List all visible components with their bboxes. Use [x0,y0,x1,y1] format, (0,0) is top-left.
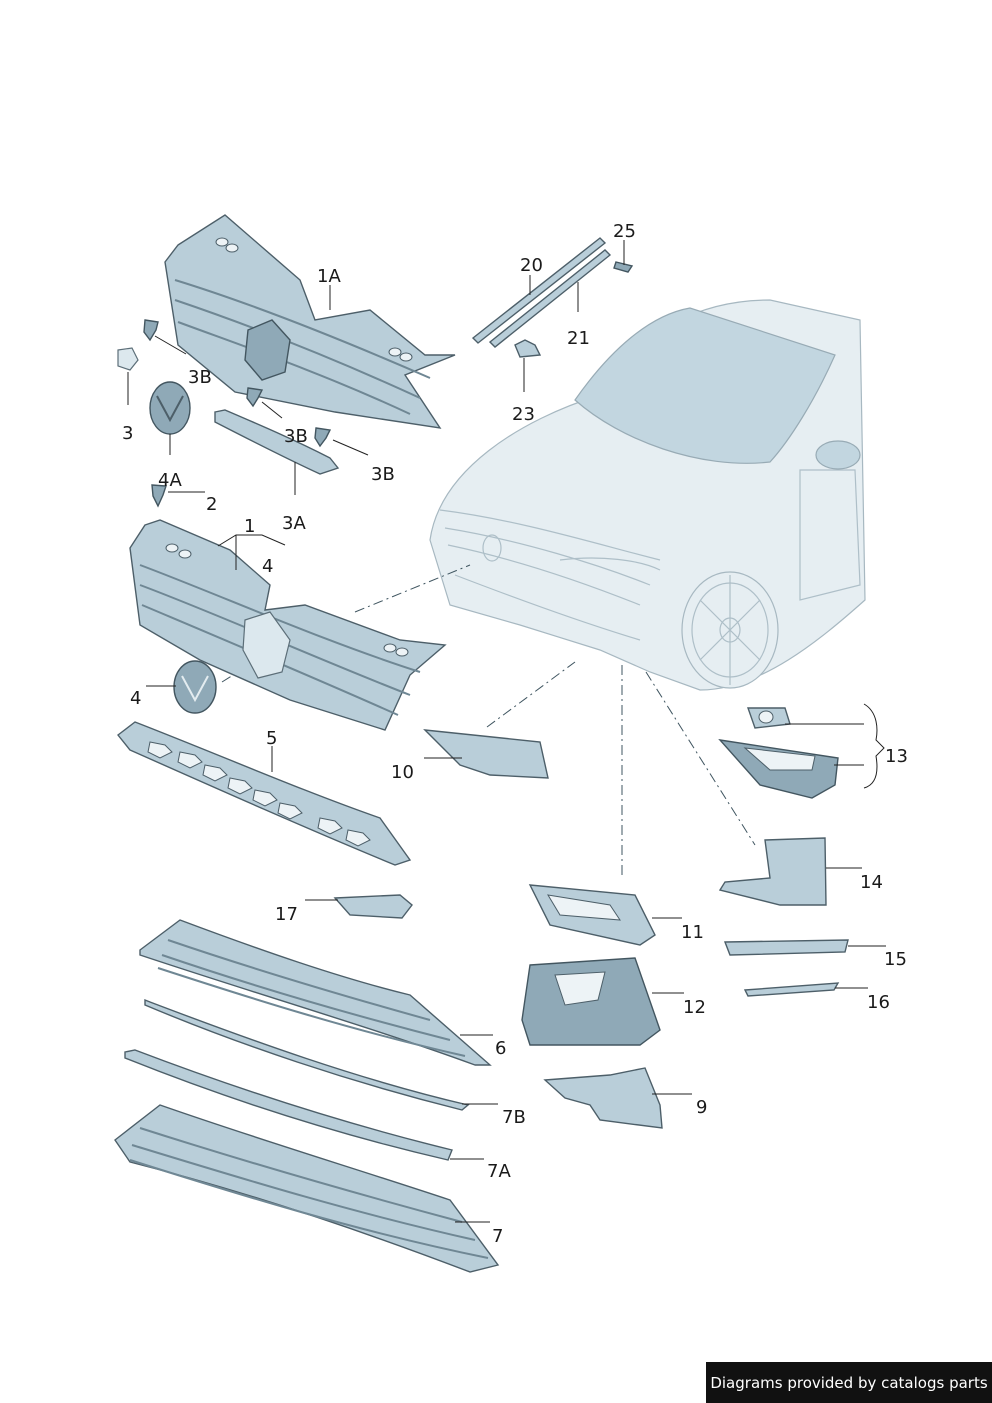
callout-5: 5 [266,728,278,749]
callout-3B: 3B [188,367,212,388]
part-12-fog-housing [521,957,661,1046]
callout-21: 21 [567,328,590,349]
callout-20: 20 [520,255,543,276]
callout-2: 2 [206,494,218,515]
callout-3: 3 [122,423,134,444]
callout-4: 4 [262,556,274,577]
callout-6: 6 [495,1038,507,1059]
part-7A-strip [124,1049,453,1161]
callout-23: 23 [512,404,535,425]
leader-lines [127,240,886,1223]
fixings-3-3B [117,319,332,448]
part-1-main-grille [129,519,447,731]
callout-10: 10 [391,762,414,783]
callout-13: 13 [885,746,908,767]
callout-16: 16 [867,992,890,1013]
callout-17: 17 [275,904,298,925]
callout-3B: 3B [284,426,308,447]
part-14-bracket [718,837,827,906]
part-4-emblem [173,660,217,714]
callout-1: 1 [244,516,256,537]
part-6-lower-grille [139,919,492,1066]
part-11-fog-insert [528,884,656,946]
part-2-bolt [151,484,167,508]
callout-9: 9 [696,1097,708,1118]
callout-3B: 3B [371,464,395,485]
parts-20-21-strips [471,237,634,358]
part-16-trim [743,982,840,997]
callout-4A: 4A [158,470,182,491]
part-7B-strip [144,998,470,1111]
catalog-credit-text: Diagrams provided by catalogs parts [710,1373,988,1392]
callout-11: 11 [681,922,704,943]
part-1A-upper-grille [164,214,456,429]
callout-3A: 3A [282,513,306,534]
callout-7: 7 [492,1226,504,1247]
fog-cover-hole [758,710,774,724]
part-13-fog-frame [718,739,839,799]
part-3A-trim-strip [214,409,340,475]
callout-25: 25 [613,221,636,242]
part-5-grille-frame [117,721,412,866]
callout-1A: 1A [317,266,341,287]
callout-7A: 7A [487,1161,511,1182]
part-17-bracket [333,894,413,919]
vehicle-illustration [429,299,866,691]
callout-14: 14 [860,872,883,893]
part-15-trim [723,939,849,956]
callout-4: 4 [130,688,142,709]
catalog-credit-banner[interactable]: Diagrams provided by catalogs parts [706,1362,992,1403]
callout-12: 12 [683,997,706,1018]
part-9-bracket [543,1067,663,1129]
callout-7B: 7B [502,1107,526,1128]
part-10-side-insert [423,729,549,779]
part-7-bottom-grille [114,1104,500,1273]
callout-15: 15 [884,949,907,970]
